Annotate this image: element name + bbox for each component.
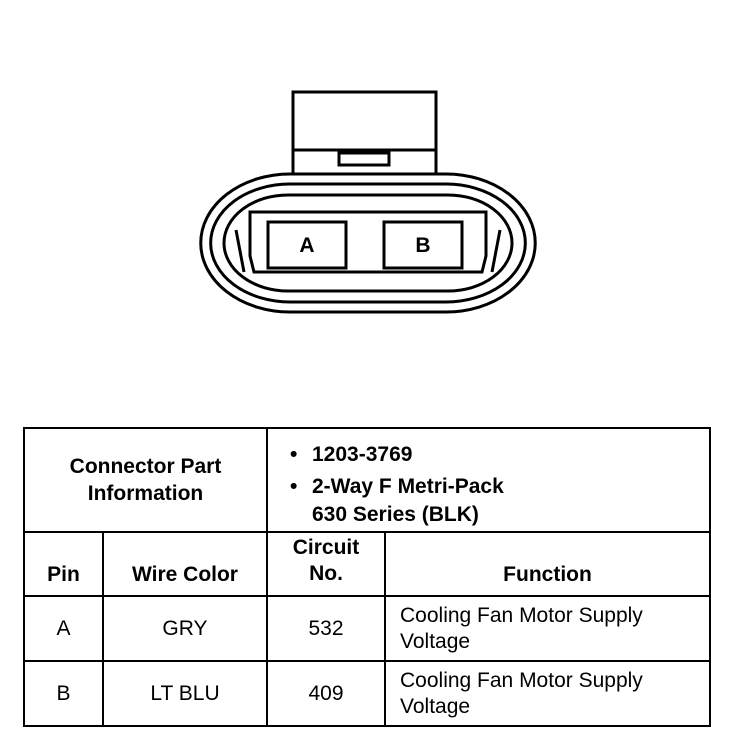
row-a-function: Cooling Fan Motor Supply Voltage xyxy=(384,595,711,662)
row-b-circuit: 409 xyxy=(266,660,386,727)
header-pin: Pin xyxy=(23,531,104,597)
part-info-details: • 1203-3769 • 2-Way F Metri-Pack 630 Ser… xyxy=(266,427,711,533)
row-a-pin: A xyxy=(23,595,104,662)
part-desc-line2: 630 Series (BLK) xyxy=(312,503,479,526)
pin-a-label: A xyxy=(299,234,314,257)
part-number-item: • 1203-3769 xyxy=(290,441,709,469)
header-function: Function xyxy=(384,531,711,597)
pin-b-cavity: B xyxy=(382,220,464,270)
connector-diagram: A B xyxy=(199,90,537,314)
connector-cavity xyxy=(234,210,502,274)
row-a-function-line1: Cooling Fan Motor Supply xyxy=(400,603,643,627)
bullet-icon: • xyxy=(290,443,298,466)
table-row: B LT BLU 409 Cooling Fan Motor Supply Vo… xyxy=(23,660,711,727)
header-wire-color: Wire Color xyxy=(102,531,268,597)
row-b-function: Cooling Fan Motor Supply Voltage xyxy=(384,660,711,727)
table-row: A GRY 532 Cooling Fan Motor Supply Volta… xyxy=(23,595,711,662)
part-desc-line1: 2-Way F Metri-Pack xyxy=(312,475,504,498)
part-info-label-line1: Connector Part xyxy=(69,455,222,478)
part-desc-item: • 2-Way F Metri-Pack xyxy=(290,473,709,501)
pin-b-label: B xyxy=(415,234,430,257)
row-b-wire-color: LT BLU xyxy=(102,660,268,727)
header-circuit-line2: No. xyxy=(309,562,343,585)
part-desc-line2-item: 630 Series (BLK) xyxy=(312,501,709,529)
header-circuit-line1: Circuit xyxy=(292,536,360,559)
part-info-label: Connector Part Information xyxy=(23,427,268,533)
column-header-row: Pin Wire Color Circuit No. Function xyxy=(23,531,711,597)
row-b-function-line1: Cooling Fan Motor Supply xyxy=(400,668,643,692)
part-info-label-line2: Information xyxy=(87,482,204,505)
row-a-wire-color: GRY xyxy=(102,595,268,662)
row-a-function-line2: Voltage xyxy=(400,629,471,653)
bullet-icon: • xyxy=(290,475,298,498)
row-b-pin: B xyxy=(23,660,104,727)
connector-info-table: Connector Part Information • 1203-3769 •… xyxy=(23,427,711,727)
connector-latch xyxy=(291,90,438,176)
part-info-row: Connector Part Information • 1203-3769 •… xyxy=(23,427,711,533)
header-circuit: Circuit No. xyxy=(266,531,386,597)
row-b-function-line2: Voltage xyxy=(400,694,471,718)
pin-a-cavity: A xyxy=(266,220,348,270)
row-a-circuit: 532 xyxy=(266,595,386,662)
part-number: 1203-3769 xyxy=(312,443,413,466)
